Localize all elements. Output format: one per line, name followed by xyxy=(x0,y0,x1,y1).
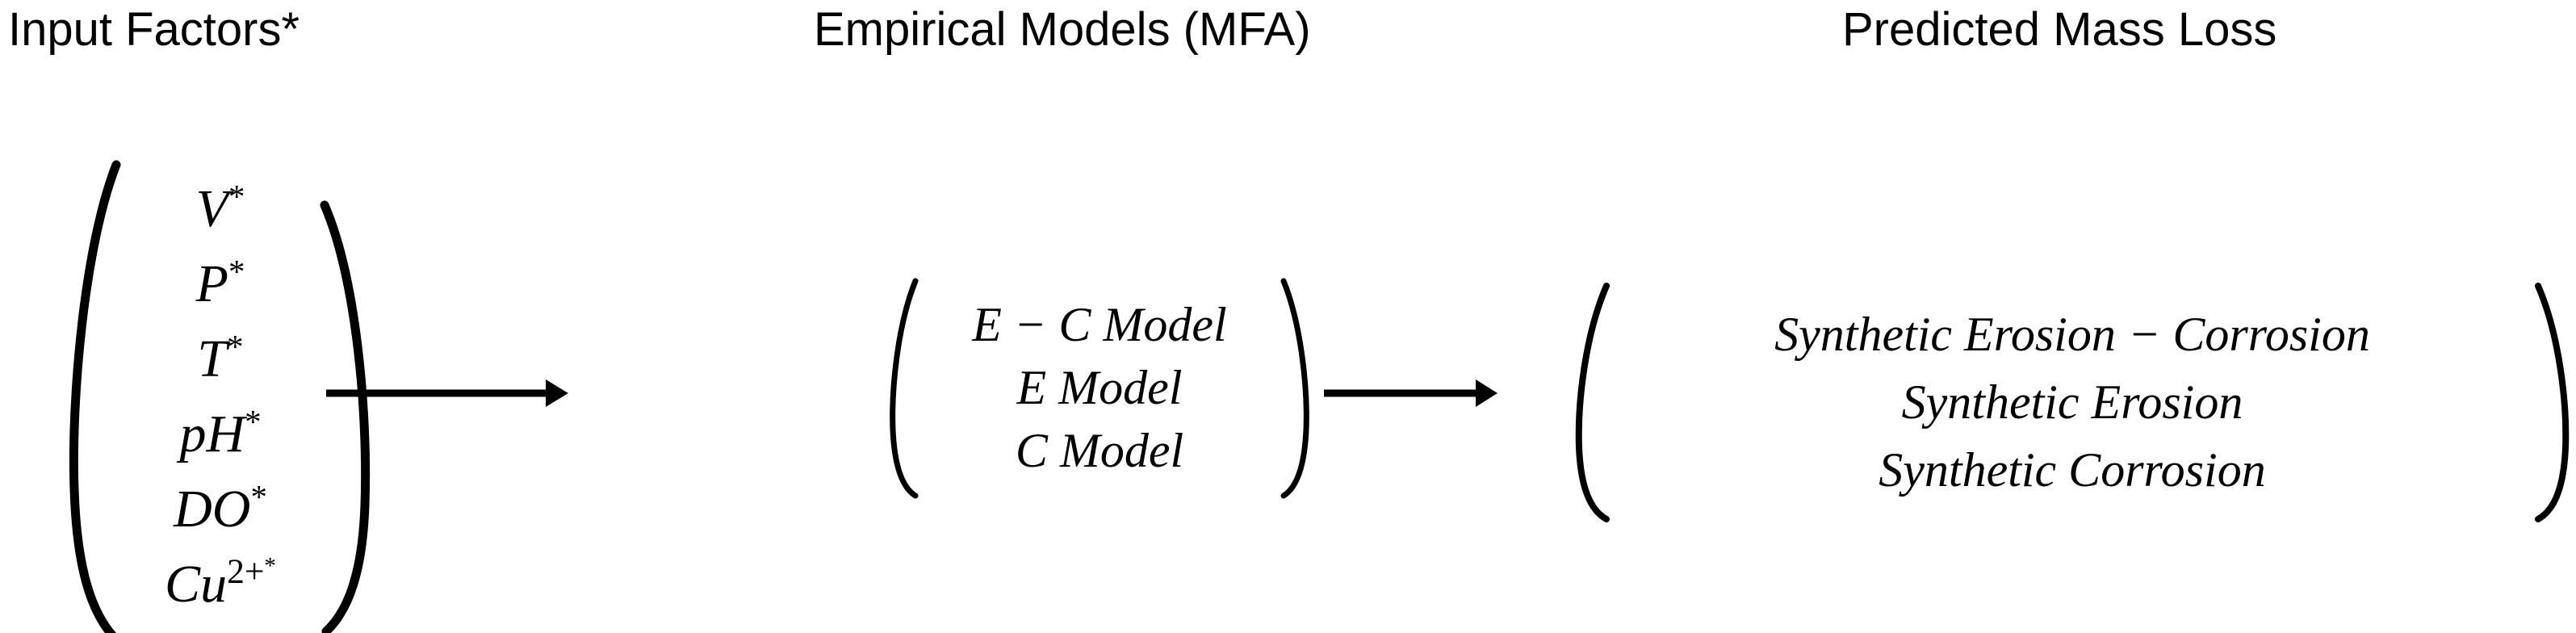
predicted-mass-loss-row-2: Synthetic Erosion xyxy=(1901,375,2243,429)
input-factor-row-2: P* xyxy=(196,246,245,321)
input-factor-row-6: Cu2+* xyxy=(165,547,276,622)
empirical-model-row-3: C Model xyxy=(1015,424,1184,477)
right-parenthesis-icon xyxy=(318,158,378,633)
input-factor-row-3: T* xyxy=(197,321,243,396)
input-factor-4-star: * xyxy=(245,404,262,440)
input-factor-4-base: pH xyxy=(179,405,245,463)
left-parenthesis-icon xyxy=(63,158,123,633)
left-parenthesis-icon xyxy=(886,276,920,499)
input-factor-6-base: Cu xyxy=(165,555,228,614)
arrow-input-to-models xyxy=(326,369,568,417)
column-header-input-factors: Input Factors* xyxy=(8,3,300,56)
predicted-mass-loss-row-3: Synthetic Corrosion xyxy=(1879,443,2266,497)
predicted-mass-loss-vector: Synthetic Erosion − Corrosion Synthetic … xyxy=(1573,281,2572,523)
input-factor-3-base: T xyxy=(197,329,228,388)
input-factor-1-base: V xyxy=(195,179,228,238)
left-parenthesis-icon xyxy=(1573,281,1611,523)
arrow-models-to-output xyxy=(1324,369,1497,417)
input-factors-vector: V* P* T* pH* DO* Cu2+* xyxy=(63,158,378,633)
input-factor-3-star: * xyxy=(227,329,244,365)
input-factor-row-1: V* xyxy=(196,171,245,246)
right-parenthesis-icon xyxy=(1279,276,1313,499)
input-factors-items: V* P* T* pH* DO* Cu2+* xyxy=(123,158,318,633)
input-factor-2-star: * xyxy=(228,254,245,290)
empirical-models-vector: E − C Model E Model C Model xyxy=(886,276,1313,499)
input-factor-1-star: * xyxy=(228,178,245,215)
input-factor-5-star: * xyxy=(250,479,267,515)
input-factor-6-charge: 2+ xyxy=(227,552,265,591)
input-factor-2-base: P xyxy=(195,254,228,313)
column-header-predicted-mass-loss: Predicted Mass Loss xyxy=(1842,3,2277,56)
empirical-model-row-2: E Model xyxy=(1016,361,1183,414)
column-header-empirical-models: Empirical Models (MFA) xyxy=(814,3,1311,56)
predicted-mass-loss-row-1: Synthetic Erosion − Corrosion xyxy=(1774,308,2370,361)
empirical-model-row-1: E − C Model xyxy=(972,298,1227,351)
input-factor-row-4: pH* xyxy=(179,396,261,472)
input-factor-6-star: * xyxy=(264,552,276,579)
empirical-models-items: E − C Model E Model C Model xyxy=(920,276,1279,499)
input-factor-row-5: DO* xyxy=(174,472,267,547)
predicted-mass-loss-items: Synthetic Erosion − Corrosion Synthetic … xyxy=(1611,281,2533,523)
right-parenthesis-icon xyxy=(2533,281,2572,523)
input-factor-5-base: DO xyxy=(174,480,251,539)
